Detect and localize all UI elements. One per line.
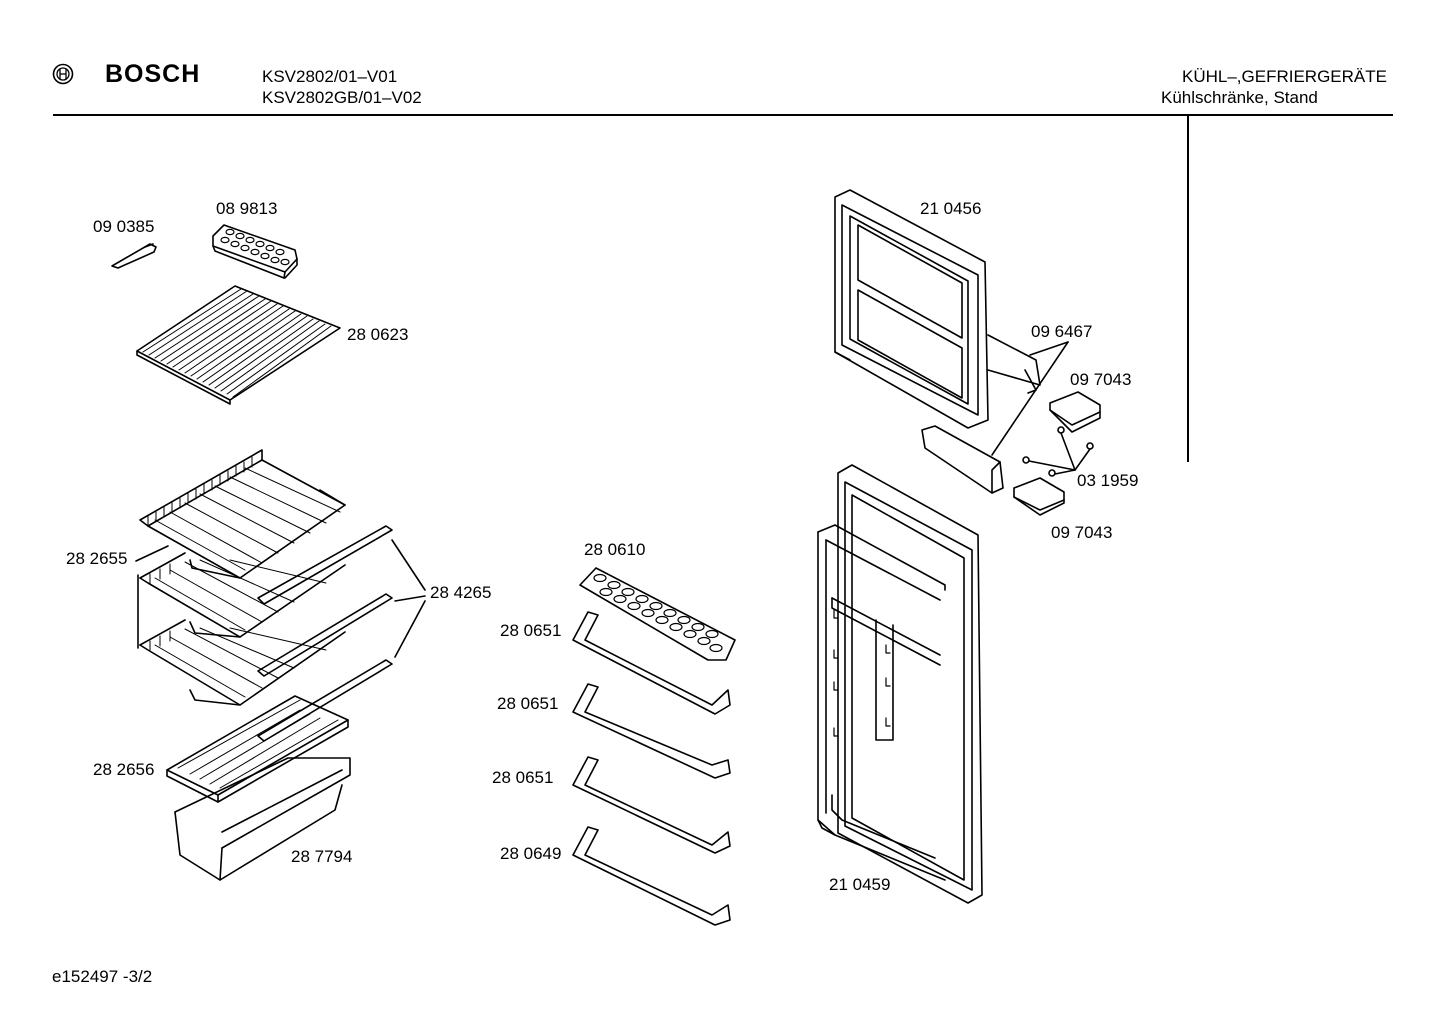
label-ice-scraper: 09 0385 [93, 217, 154, 236]
label-crisper-cover: 28 2656 [93, 760, 154, 779]
screws-drawing [1022, 426, 1094, 477]
category-title: KÜHL–,GEFRIERGERÄTE [1182, 67, 1387, 86]
label-shelf: 28 2655 [66, 549, 127, 568]
label-door-rail-bottom: 28 0649 [500, 844, 561, 863]
freezer-door-drawing [834, 189, 989, 429]
hinge-cover-bottom-drawing [1013, 477, 1065, 516]
label-door-rail-2: 28 0651 [497, 694, 558, 713]
fridge-door-drawing [817, 464, 983, 904]
door-rails-drawing [572, 611, 731, 926]
label-hinge-cover-top: 09 7043 [1070, 370, 1131, 389]
hinge-cover-top-drawing [1049, 391, 1101, 433]
ice-scraper-drawing [111, 243, 157, 269]
label-hinge-cover-bottom: 09 7043 [1051, 523, 1112, 542]
bosch-logo-icon [52, 63, 74, 85]
label-fridge-door: 21 0459 [829, 875, 890, 894]
category-subtitle: Kühlschränke, Stand [1161, 88, 1318, 107]
ice-tray-drawing [212, 224, 298, 279]
egg-tray-drawing [579, 567, 736, 661]
model-number-2: KSV2802GB/01–V02 [262, 88, 422, 107]
label-door-rail-3: 28 0651 [492, 768, 553, 787]
brand-name: BOSCH [105, 60, 201, 88]
label-door-rail-1: 28 0651 [500, 621, 561, 640]
label-shelf-trim: 28 4265 [430, 583, 491, 602]
vertical-divider [1187, 116, 1189, 462]
label-screws: 03 1959 [1077, 471, 1138, 490]
shelf-trim-drawing [257, 525, 426, 742]
model-number-1: KSV2802/01–V01 [262, 67, 398, 86]
label-door-handle: 09 6467 [1031, 322, 1092, 341]
shelf-stack-drawing [137, 449, 346, 706]
door-handle-drawing [921, 334, 1069, 494]
label-crisper-drawer: 28 7794 [291, 847, 352, 866]
label-freezer-grid: 28 0623 [347, 325, 408, 344]
label-ice-tray: 08 9813 [216, 199, 277, 218]
header-rule [53, 114, 1393, 116]
label-egg-tray: 28 0610 [584, 540, 645, 559]
document-id: e152497 -3/2 [52, 967, 153, 986]
label-freezer-door: 21 0456 [920, 199, 981, 218]
freezer-grid-drawing [136, 285, 341, 405]
crisper-drawer-drawing [174, 757, 351, 881]
crisper-cover-drawing [166, 695, 349, 803]
